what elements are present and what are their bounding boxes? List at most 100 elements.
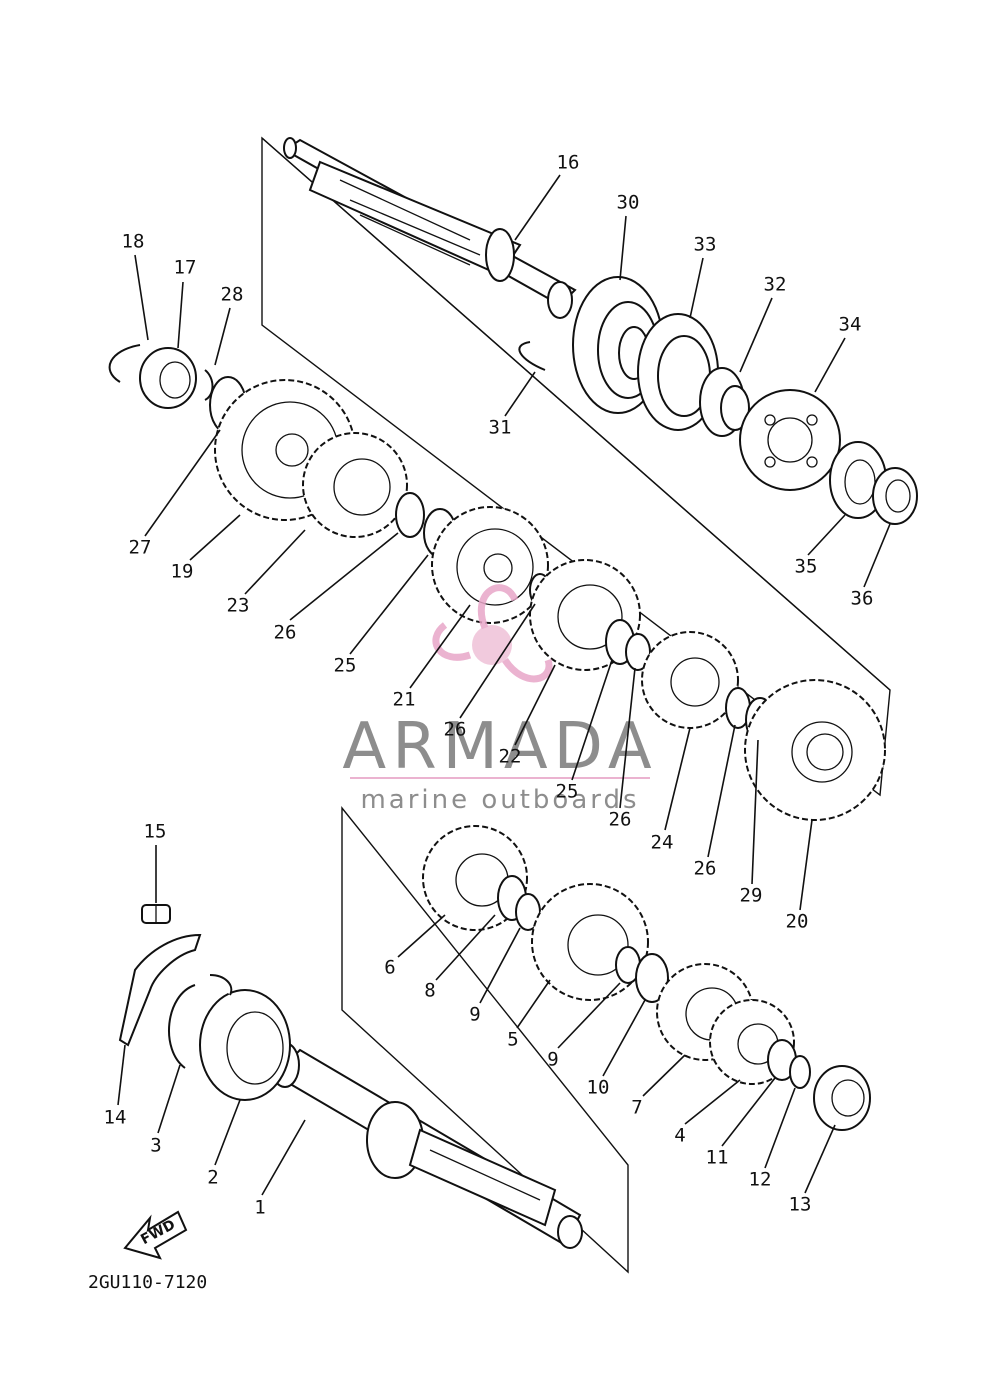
lower-assembly-frame [341,806,629,1274]
leader-line-25 [349,554,429,655]
circlip-31 [518,341,546,371]
collar-32 [699,367,750,437]
part-label-15: 15 [144,821,167,843]
part-label-26-3: 26 [609,809,632,831]
part-label-26-2: 26 [444,719,467,741]
leader-line-9-2 [557,982,621,1049]
leader-line-23 [244,529,306,595]
leader-line-32 [739,297,773,373]
part-label-7: 7 [631,1097,642,1119]
leader-line-31 [504,371,536,417]
part-label-30: 30 [617,192,640,214]
leader-line-24 [664,727,691,831]
part-label-2: 2 [207,1167,218,1189]
bearing-2 [199,989,291,1101]
part-label-14: 14 [104,1107,127,1129]
drive-sprocket-34 [739,389,841,491]
leader-line-6 [397,914,446,958]
circlip-3b [209,974,233,996]
part-label-6: 6 [384,957,395,979]
bearing-13 [813,1065,871,1131]
leader-line-21 [409,604,471,689]
gear-23 [302,432,408,538]
leader-line-26 [289,532,399,621]
drive-axle-16 [283,137,577,319]
leader-line-29 [751,739,759,885]
circlip-28 [204,369,214,401]
leader-line-4 [684,1079,741,1125]
part-label-19: 19 [171,561,194,583]
clip-18 [108,344,141,383]
part-label-10: 10 [587,1077,610,1099]
washer-10 [635,953,669,1003]
circlip-3 [168,984,196,1069]
leader-line-34 [814,337,846,393]
part-label-18: 18 [122,231,145,253]
part-label-16: 16 [557,152,580,174]
part-label-4: 4 [674,1125,685,1147]
part-label-13: 13 [789,1194,812,1216]
part-label-34: 34 [839,314,862,336]
plate-14 [118,933,202,1047]
leader-line-14 [117,1044,126,1106]
leader-line-1 [261,1119,306,1196]
part-label-24: 24 [651,832,674,854]
leader-line-30 [619,215,627,281]
nut-36 [872,467,918,525]
diagram-code: 2GU110-7120 [88,1272,207,1293]
leader-line-25-2 [571,659,613,781]
washer-26-c [625,633,651,671]
leader-line-36 [863,523,891,588]
part-label-31: 31 [489,417,512,439]
leader-line-3 [157,1064,181,1134]
part-label-25-2: 25 [556,781,579,803]
bearing-17 [139,347,197,409]
circlip-12 [789,1055,811,1089]
part-label-20: 20 [786,911,809,933]
part-label-21: 21 [393,689,416,711]
bolt-15 [141,904,171,924]
leader-line-2 [214,1099,241,1166]
leader-line-12 [764,1087,796,1169]
leader-line-13 [804,1124,836,1194]
watermark-tagline: marine outboards [360,785,639,815]
leader-line-5 [516,979,551,1029]
leader-line-19 [189,514,241,561]
part-label-25: 25 [334,655,357,677]
leader-line-33 [689,257,704,319]
leader-line-16 [514,174,561,241]
leader-line-11 [721,1077,776,1147]
part-label-35: 35 [795,556,818,578]
part-label-1: 1 [254,1197,265,1219]
part-label-12: 12 [749,1169,772,1191]
part-label-5: 5 [507,1029,518,1051]
leader-line-10 [602,999,646,1077]
part-label-8: 8 [424,980,435,1002]
part-label-9-2: 9 [547,1049,558,1071]
part-label-17: 17 [174,257,197,279]
leader-line-26-4 [707,724,736,858]
part-label-11: 11 [706,1147,729,1169]
part-label-26: 26 [274,622,297,644]
leader-line-17 [177,281,184,349]
main-axle-1 [270,1042,583,1249]
fwd-direction-arrow: FWD [123,1210,188,1260]
oil-seal-33 [637,313,719,431]
leader-line-28 [214,307,231,366]
leader-line-8 [435,914,496,981]
leader-line-20 [799,819,813,911]
leader-line-22 [514,664,556,746]
upper-frame-top-edge [261,137,891,691]
gear-20 [744,679,886,821]
leader-line-27 [144,429,221,537]
part-label-26-4: 26 [694,858,717,880]
part-label-29: 29 [740,885,763,907]
part-label-27: 27 [129,537,152,559]
part-label-3: 3 [150,1135,161,1157]
part-label-23: 23 [227,595,250,617]
leader-line-26-2 [459,603,536,719]
leader-line-26-3 [619,667,636,809]
part-label-22: 22 [499,746,522,768]
